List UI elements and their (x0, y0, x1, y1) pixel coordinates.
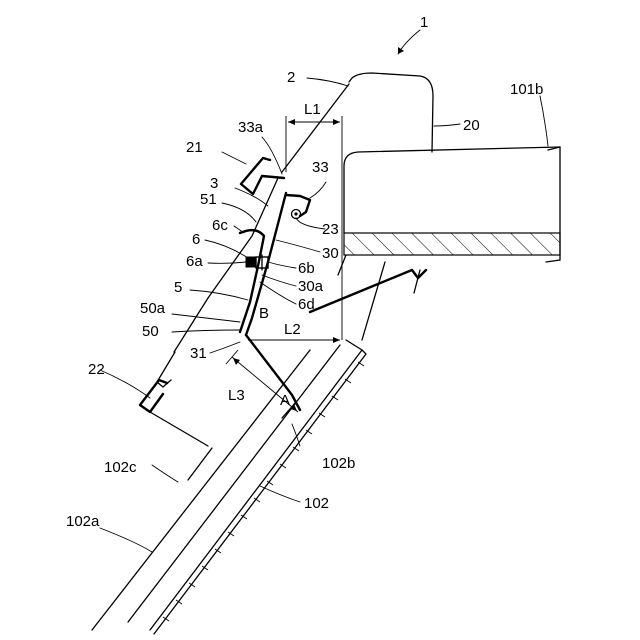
label-102: 102 (304, 495, 329, 512)
label-6c: 6c (212, 217, 228, 234)
label-L1: L1 (304, 101, 321, 118)
label-50: 50 (142, 323, 159, 340)
label-31: 31 (190, 345, 207, 362)
fitting-33 (286, 195, 310, 219)
label-6: 6 (192, 231, 200, 248)
label-6a: 6a (186, 253, 203, 270)
label-101b: 101b (510, 81, 543, 98)
label-6b: 6b (298, 260, 315, 277)
panel-102 (92, 255, 385, 634)
label-51: 51 (200, 191, 217, 208)
label-B: B (259, 305, 269, 322)
label-30: 30 (322, 245, 339, 262)
label-L2: L2 (284, 321, 301, 338)
label-50a: 50a (140, 300, 166, 317)
label-6d: 6d (298, 296, 315, 313)
label-5: 5 (174, 279, 182, 296)
label-30a: 30a (298, 278, 324, 295)
frame-member-20 (349, 73, 433, 152)
label-33: 33 (312, 159, 329, 176)
label-22: 22 (88, 361, 105, 378)
label-L3: L3 (228, 387, 245, 404)
label-3: 3 (210, 175, 218, 192)
diagram-labels: 1 2 20 101b L1 33a 21 33 3 51 23 6c 30 6… (66, 14, 543, 530)
label-2: 2 (287, 69, 295, 86)
label-23: 23 (322, 221, 339, 238)
label-102a: 102a (66, 513, 100, 530)
bracket-22-line (150, 412, 208, 446)
leader-lines (100, 30, 548, 552)
clamp-6 (246, 255, 268, 270)
roof-block-101b (344, 147, 560, 262)
label-20: 20 (463, 117, 480, 134)
label-1: 1 (420, 14, 428, 31)
diagonal-arm (310, 270, 426, 312)
label-102b: 102b (322, 455, 355, 472)
label-102c: 102c (104, 459, 137, 476)
bracket-22 (140, 380, 167, 412)
label-A: A (280, 392, 290, 409)
label-21: 21 (186, 139, 203, 156)
label-33a: 33a (238, 119, 264, 136)
